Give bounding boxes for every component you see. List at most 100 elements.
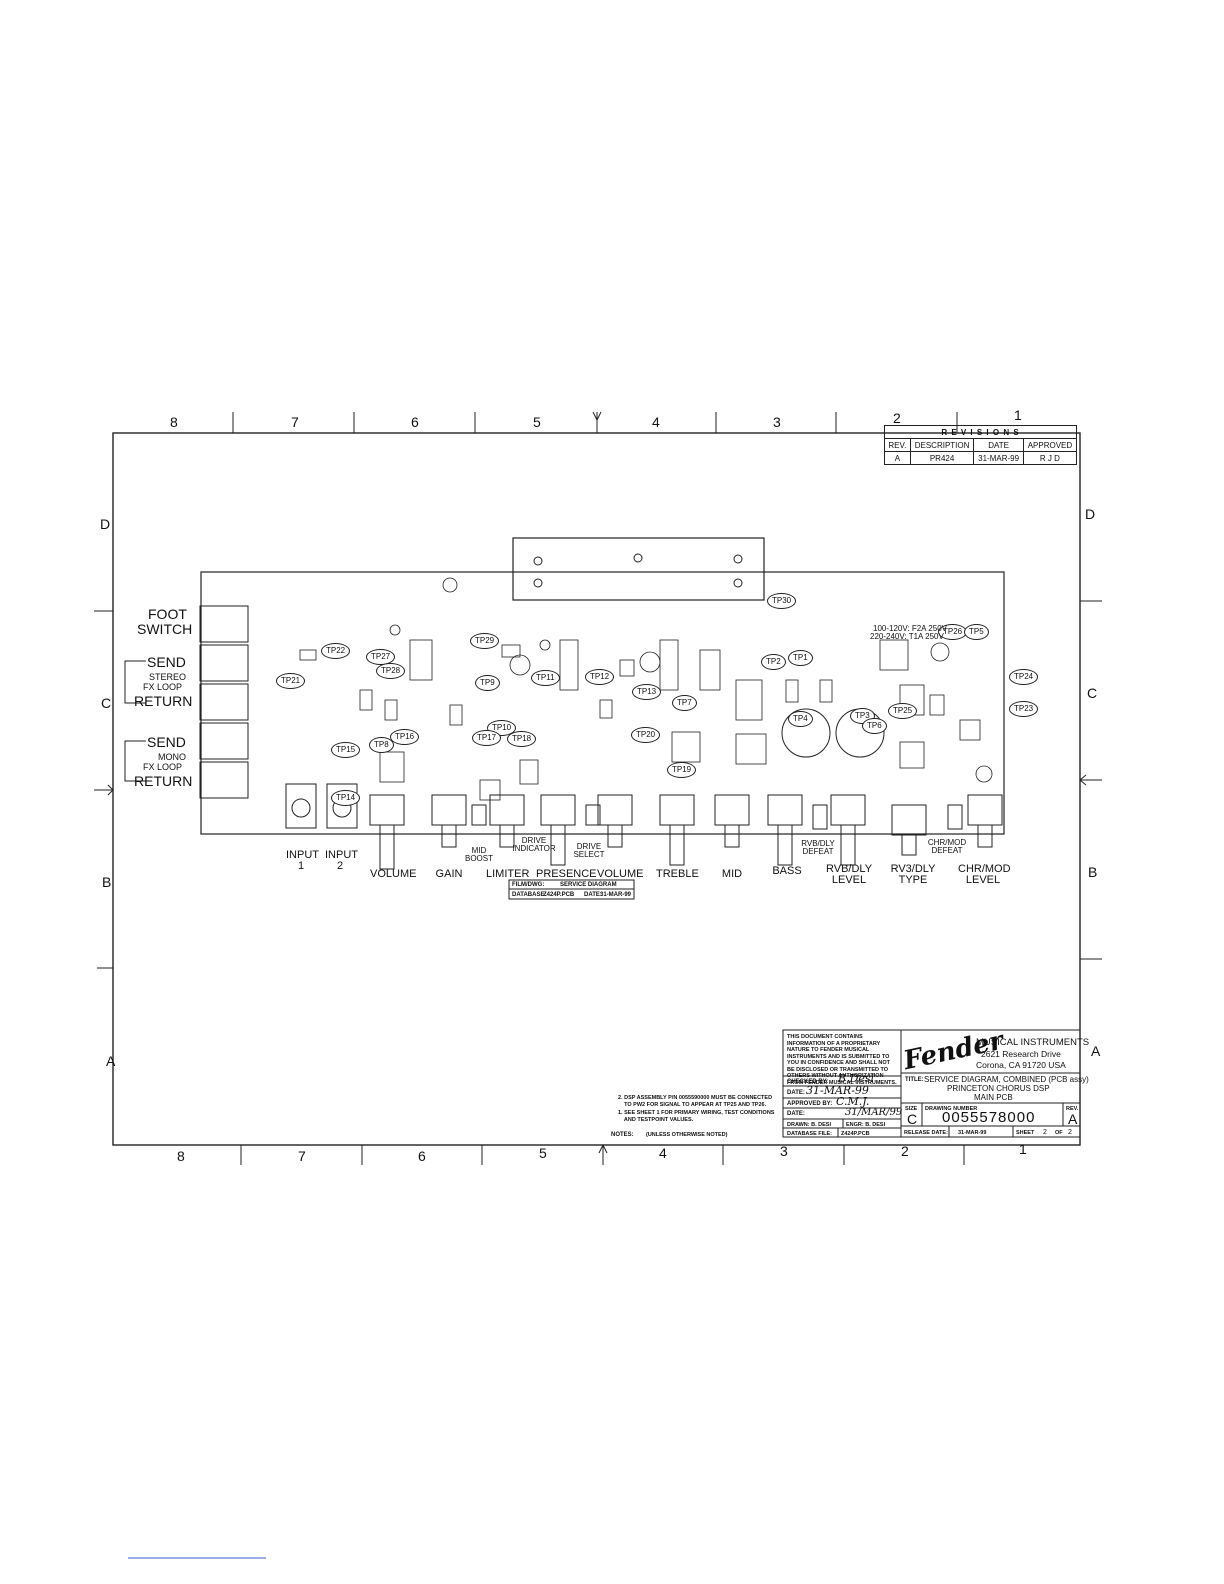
of-value: 2 bbox=[1068, 1129, 1072, 1136]
rev-cell: R J D bbox=[1022, 451, 1078, 465]
control-label-drive-select: DRIVE SELECT bbox=[573, 842, 605, 859]
drawn-by: DRAWN: B. DESI bbox=[787, 1122, 831, 1128]
drawing-number-label: DRAWING NUMBER bbox=[925, 1106, 978, 1112]
zone-label-side: C bbox=[101, 695, 112, 711]
zone-label-bottom: 3 bbox=[780, 1143, 788, 1159]
notes-subheading: (UNLESS OTHERWISE NOTED) bbox=[646, 1132, 728, 1138]
drawing-title-line-3: MAIN PCB bbox=[974, 1093, 1013, 1102]
control-label-input-1: INPUT 1 bbox=[286, 849, 319, 872]
control-label-input-2: INPUT 2 bbox=[325, 849, 358, 872]
zone-label-bottom: 5 bbox=[539, 1145, 547, 1161]
test-point: TP18 bbox=[507, 731, 537, 747]
stereo-return-label: RETURN bbox=[134, 693, 193, 709]
test-point: TP2 bbox=[761, 654, 786, 670]
rev-header: DATE bbox=[973, 438, 1024, 452]
mono-fx-loop-label: FX LOOP bbox=[143, 762, 183, 772]
stereo-fx-loop-label: FX LOOP bbox=[143, 682, 183, 692]
rev-header: DESCRIPTION bbox=[909, 438, 975, 452]
rev-header: APPROVED bbox=[1022, 438, 1078, 452]
test-point: TP17 bbox=[472, 730, 502, 746]
test-point: TP6 bbox=[862, 718, 887, 734]
note-1: 1. SEE SHEET 1 FOR PRIMARY WIRING, TEST … bbox=[618, 1110, 775, 1123]
drawing-title-line-2: PRINCETON CHORUS DSP bbox=[947, 1084, 1050, 1093]
fuse-rating-line-1: 100-120V: F2A 250V bbox=[873, 624, 947, 633]
test-point: TP7 bbox=[672, 695, 697, 711]
test-point: TP13 bbox=[632, 684, 662, 700]
zone-label-top: 4 bbox=[652, 414, 660, 430]
size-label: SIZE bbox=[905, 1106, 918, 1112]
control-label-presence: PRESENCE bbox=[536, 868, 597, 880]
rev-value: A bbox=[1068, 1111, 1078, 1127]
test-point: TP24 bbox=[1009, 669, 1039, 685]
control-label-volume: VOLUME bbox=[370, 868, 417, 880]
zone-label-side: C bbox=[1087, 685, 1098, 701]
release-date-label: RELEASE DATE: bbox=[904, 1130, 948, 1136]
company-name: MUSICAL INSTRUMENTS bbox=[976, 1037, 1090, 1048]
test-point: TP9 bbox=[475, 675, 500, 691]
test-point: TP28 bbox=[376, 663, 406, 679]
control-label-limiter: LIMITER bbox=[486, 868, 530, 880]
title-label: TITLE: bbox=[905, 1077, 924, 1083]
release-date-value: 31-MAR-99 bbox=[958, 1130, 987, 1136]
mono-label: MONO bbox=[158, 752, 186, 762]
test-point: TP15 bbox=[331, 742, 361, 758]
sheet-value: 2 bbox=[1043, 1129, 1047, 1136]
test-point: TP23 bbox=[1009, 701, 1039, 717]
test-point: TP30 bbox=[767, 593, 797, 609]
database-file-label: DATABASE FILE: bbox=[787, 1131, 833, 1137]
test-point: TP5 bbox=[964, 624, 989, 640]
test-point: TP8 bbox=[369, 737, 394, 753]
test-point: TP29 bbox=[470, 633, 500, 649]
zone-label-bottom: 2 bbox=[901, 1143, 909, 1159]
film-label: FILM/DWG: bbox=[512, 882, 545, 888]
zone-label-bottom: 6 bbox=[418, 1148, 426, 1164]
foot-switch-label-2: SWITCH bbox=[137, 621, 193, 637]
company-city: Corona, CA 91720 USA bbox=[976, 1060, 1066, 1070]
zone-label-bottom: 1 bbox=[1019, 1141, 1027, 1157]
size-value: C bbox=[907, 1111, 918, 1127]
sheet-label: SHEET bbox=[1016, 1130, 1035, 1136]
zone-label-side: D bbox=[100, 516, 111, 532]
control-label-gain: GAIN bbox=[435, 868, 463, 880]
film-value: SERVICE DIAGRAM bbox=[560, 882, 617, 888]
control-label-mid: MID bbox=[721, 868, 743, 880]
stereo-label: STEREO bbox=[149, 672, 187, 682]
test-point: TP1 bbox=[788, 650, 813, 666]
zone-label-top: 2 bbox=[893, 410, 901, 426]
rev-header: REV. bbox=[884, 438, 911, 452]
database-label: DATABASE: bbox=[512, 892, 547, 898]
control-label-volume-2: VOLUME bbox=[597, 868, 644, 880]
control-label-chr-mod-level: CHR/MOD LEVEL bbox=[958, 863, 1011, 886]
control-label-bass: BASS bbox=[772, 865, 802, 877]
test-point: TP11 bbox=[531, 670, 560, 686]
zone-label-top: 1 bbox=[1014, 407, 1022, 423]
test-point: TP12 bbox=[585, 669, 615, 685]
control-label-rvb-dly-level: RVB/DLY LEVEL bbox=[826, 863, 873, 886]
test-point: TP4 bbox=[788, 711, 813, 727]
control-label-chr-mod-defeat: CHR/MOD DEFEAT bbox=[927, 838, 967, 855]
approved-by-label: APPROVED BY: bbox=[787, 1101, 833, 1107]
zone-label-top: 6 bbox=[411, 414, 419, 430]
rev-cell: A bbox=[884, 451, 911, 465]
test-point: TP22 bbox=[321, 643, 351, 659]
notes-heading: NOTES: bbox=[611, 1132, 634, 1138]
test-point: TP25 bbox=[888, 703, 918, 719]
of-label: OF bbox=[1055, 1130, 1063, 1136]
database-file-value: Z424P.PCB bbox=[841, 1131, 870, 1137]
date-label: DATE: bbox=[787, 1090, 805, 1096]
zone-label-top: 5 bbox=[533, 414, 541, 430]
test-point: TP16 bbox=[390, 729, 420, 745]
zone-label-side: A bbox=[1091, 1043, 1101, 1059]
zone-label-bottom: 7 bbox=[298, 1148, 306, 1164]
zone-label-bottom: 4 bbox=[659, 1145, 667, 1161]
zone-label-top: 8 bbox=[170, 414, 178, 430]
stereo-send-label: SEND bbox=[147, 654, 186, 670]
control-label-rvb-dly-defeat: RVB/DLY DEFEAT bbox=[801, 839, 835, 856]
proprietary-notice: THIS DOCUMENT CONTAINS INFORMATION OF A … bbox=[787, 1034, 897, 1086]
note-2: 2. DSP ASSEMBLY P/N 0055590000 MUST BE C… bbox=[618, 1095, 773, 1108]
zone-label-side: D bbox=[1085, 506, 1096, 522]
test-point: TP14 bbox=[331, 790, 361, 806]
approved-by-signature: C.M.J. bbox=[836, 1095, 870, 1108]
zone-label-side: B bbox=[102, 874, 112, 890]
